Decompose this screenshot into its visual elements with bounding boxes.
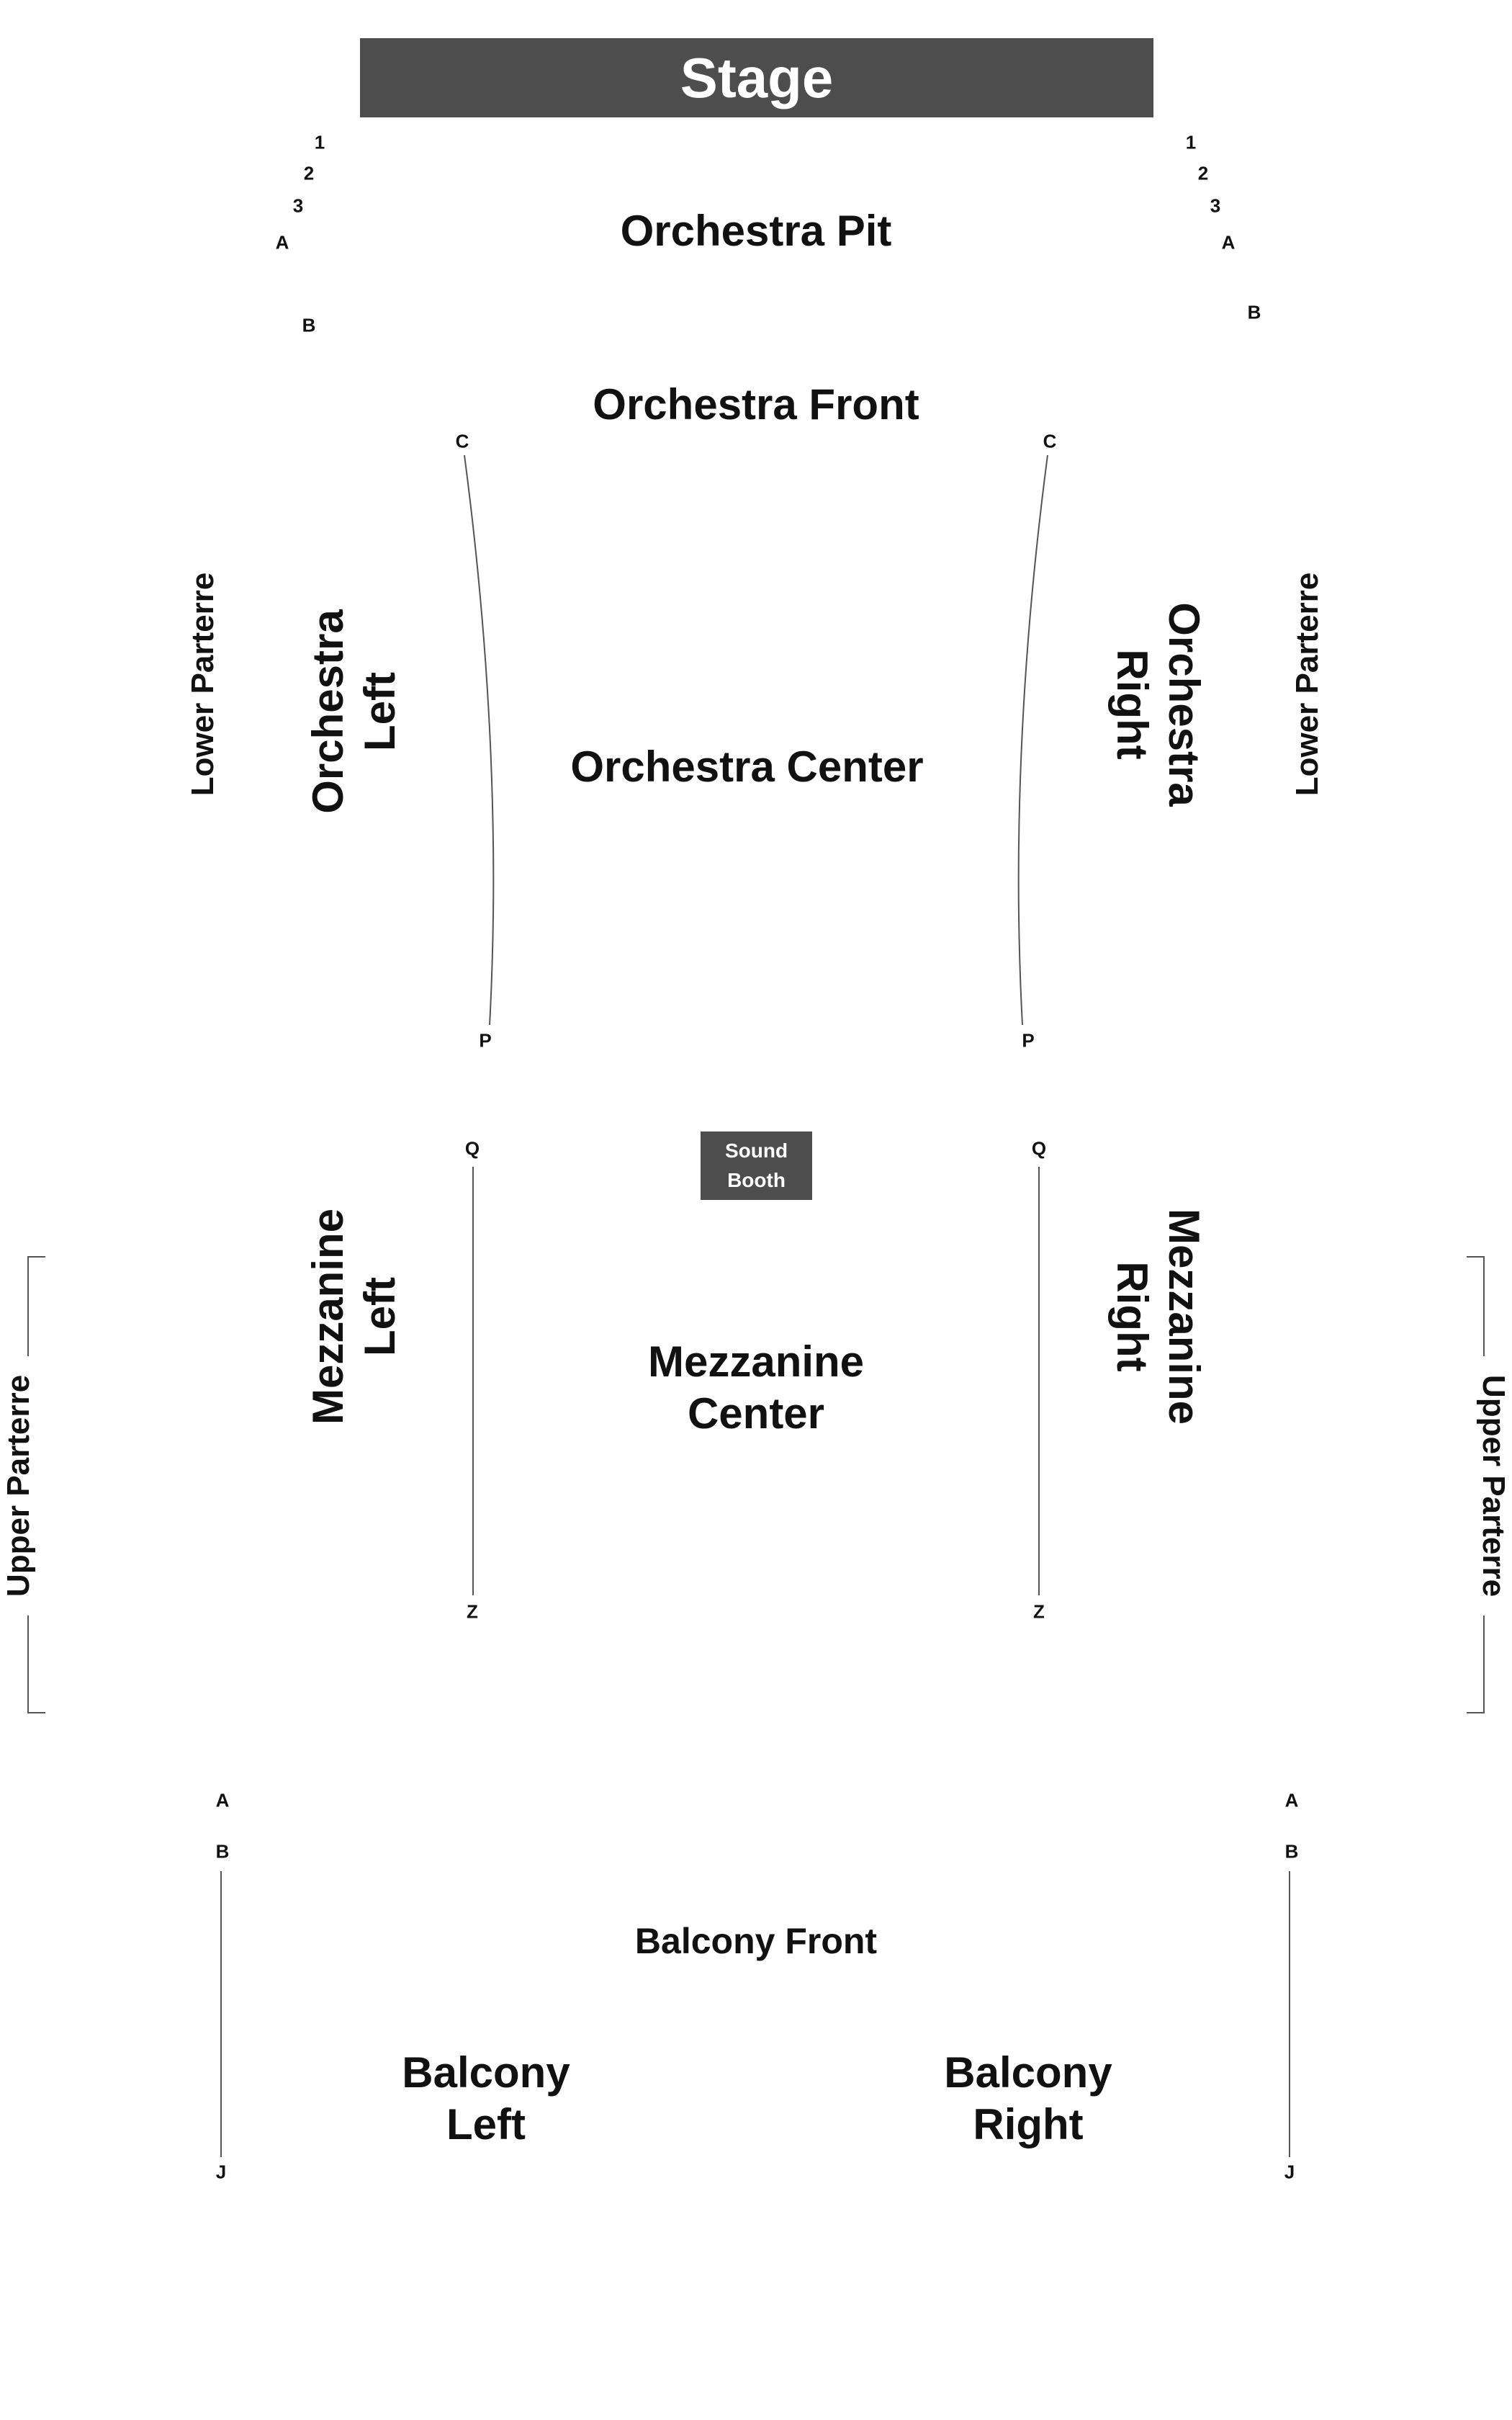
row-label: 2 (1197, 162, 1209, 184)
orchestra-left-line-2: Left (356, 672, 404, 751)
section-mezzanine-left[interactable]: Mezzanine Left (302, 1194, 404, 1439)
row-label: Z (1033, 1600, 1045, 1623)
sound-booth: Sound Booth (701, 1131, 812, 1200)
sound-booth-line-2: Booth (727, 1168, 786, 1191)
balcony-right-line-2: Right (973, 2100, 1084, 2148)
orchestra-right-line-1: Orchestra (1160, 602, 1208, 807)
section-lower-parterre-left[interactable]: Lower Parterre (185, 572, 220, 797)
row-label: B (302, 314, 316, 336)
mezzanine-center-line-2: Center (687, 1389, 825, 1438)
row-label: 3 (1210, 194, 1221, 217)
orchestra-left-aisle-line (464, 454, 495, 1026)
mezzanine-right-line-2: Right (1108, 1261, 1156, 1372)
row-label: J (215, 2161, 227, 2183)
section-balcony-right[interactable]: Balcony Right (884, 2047, 1172, 2151)
row-label: Q (1031, 1137, 1047, 1160)
section-upper-parterre-right[interactable]: Upper Parterre (1469, 1356, 1512, 1615)
balcony-left-line-2: Left (446, 2100, 526, 2148)
row-label: 3 (292, 194, 304, 217)
section-lower-parterre-right[interactable]: Lower Parterre (1290, 572, 1325, 797)
row-label: B (1284, 1840, 1299, 1863)
row-label: A (1284, 1789, 1299, 1811)
row-label: B (1247, 301, 1261, 323)
orchestra-right-aisle-line (1017, 454, 1048, 1026)
section-orchestra-pit[interactable]: Orchestra Pit (620, 207, 892, 255)
balcony-left-line-1: Balcony (402, 2048, 570, 2097)
row-label: 1 (1185, 131, 1197, 153)
section-orchestra-left[interactable]: Orchestra Left (302, 604, 404, 820)
mezzanine-right-line-1: Mezzanine (1160, 1208, 1208, 1425)
section-mezzanine-center[interactable]: Mezzanine Center (0, 1336, 1512, 1440)
row-label: 1 (314, 131, 325, 153)
section-upper-parterre-left[interactable]: Upper Parterre (0, 1356, 43, 1615)
upper-parterre-right-bracket-bottom (1467, 1613, 1485, 1713)
row-label: J (1284, 2161, 1295, 2183)
section-balcony-left[interactable]: Balcony Left (342, 2047, 630, 2151)
row-label: A (275, 231, 289, 254)
upper-parterre-left-bracket-bottom (27, 1613, 45, 1713)
orchestra-left-line-1: Orchestra (304, 609, 352, 814)
row-label: C (455, 430, 469, 452)
balcony-right-line-1: Balcony (944, 2048, 1112, 2097)
section-orchestra-right[interactable]: Orchestra Right (1108, 596, 1210, 812)
row-label: Z (467, 1600, 478, 1623)
sound-booth-line-1: Sound (724, 1139, 788, 1162)
mezzanine-left-line-1: Mezzanine (304, 1208, 352, 1425)
stage: Stage (360, 38, 1153, 117)
row-label: Q (464, 1137, 480, 1160)
mezzanine-center-line-1: Mezzanine (647, 1337, 865, 1386)
section-balcony-front[interactable]: Balcony Front (634, 1921, 878, 1961)
row-label: P (479, 1029, 492, 1052)
row-label: A (215, 1789, 230, 1811)
section-orchestra-center[interactable]: Orchestra Center (570, 743, 924, 791)
row-label: B (215, 1840, 230, 1863)
orchestra-right-line-2: Right (1108, 649, 1156, 760)
row-label: A (1221, 231, 1236, 254)
section-mezzanine-right[interactable]: Mezzanine Right (1108, 1194, 1210, 1439)
mezzanine-left-line-2: Left (356, 1277, 404, 1356)
row-label: C (1043, 430, 1057, 452)
section-orchestra-front[interactable]: Orchestra Front (593, 380, 919, 429)
row-label: 2 (303, 162, 315, 184)
row-label: P (1022, 1029, 1035, 1052)
